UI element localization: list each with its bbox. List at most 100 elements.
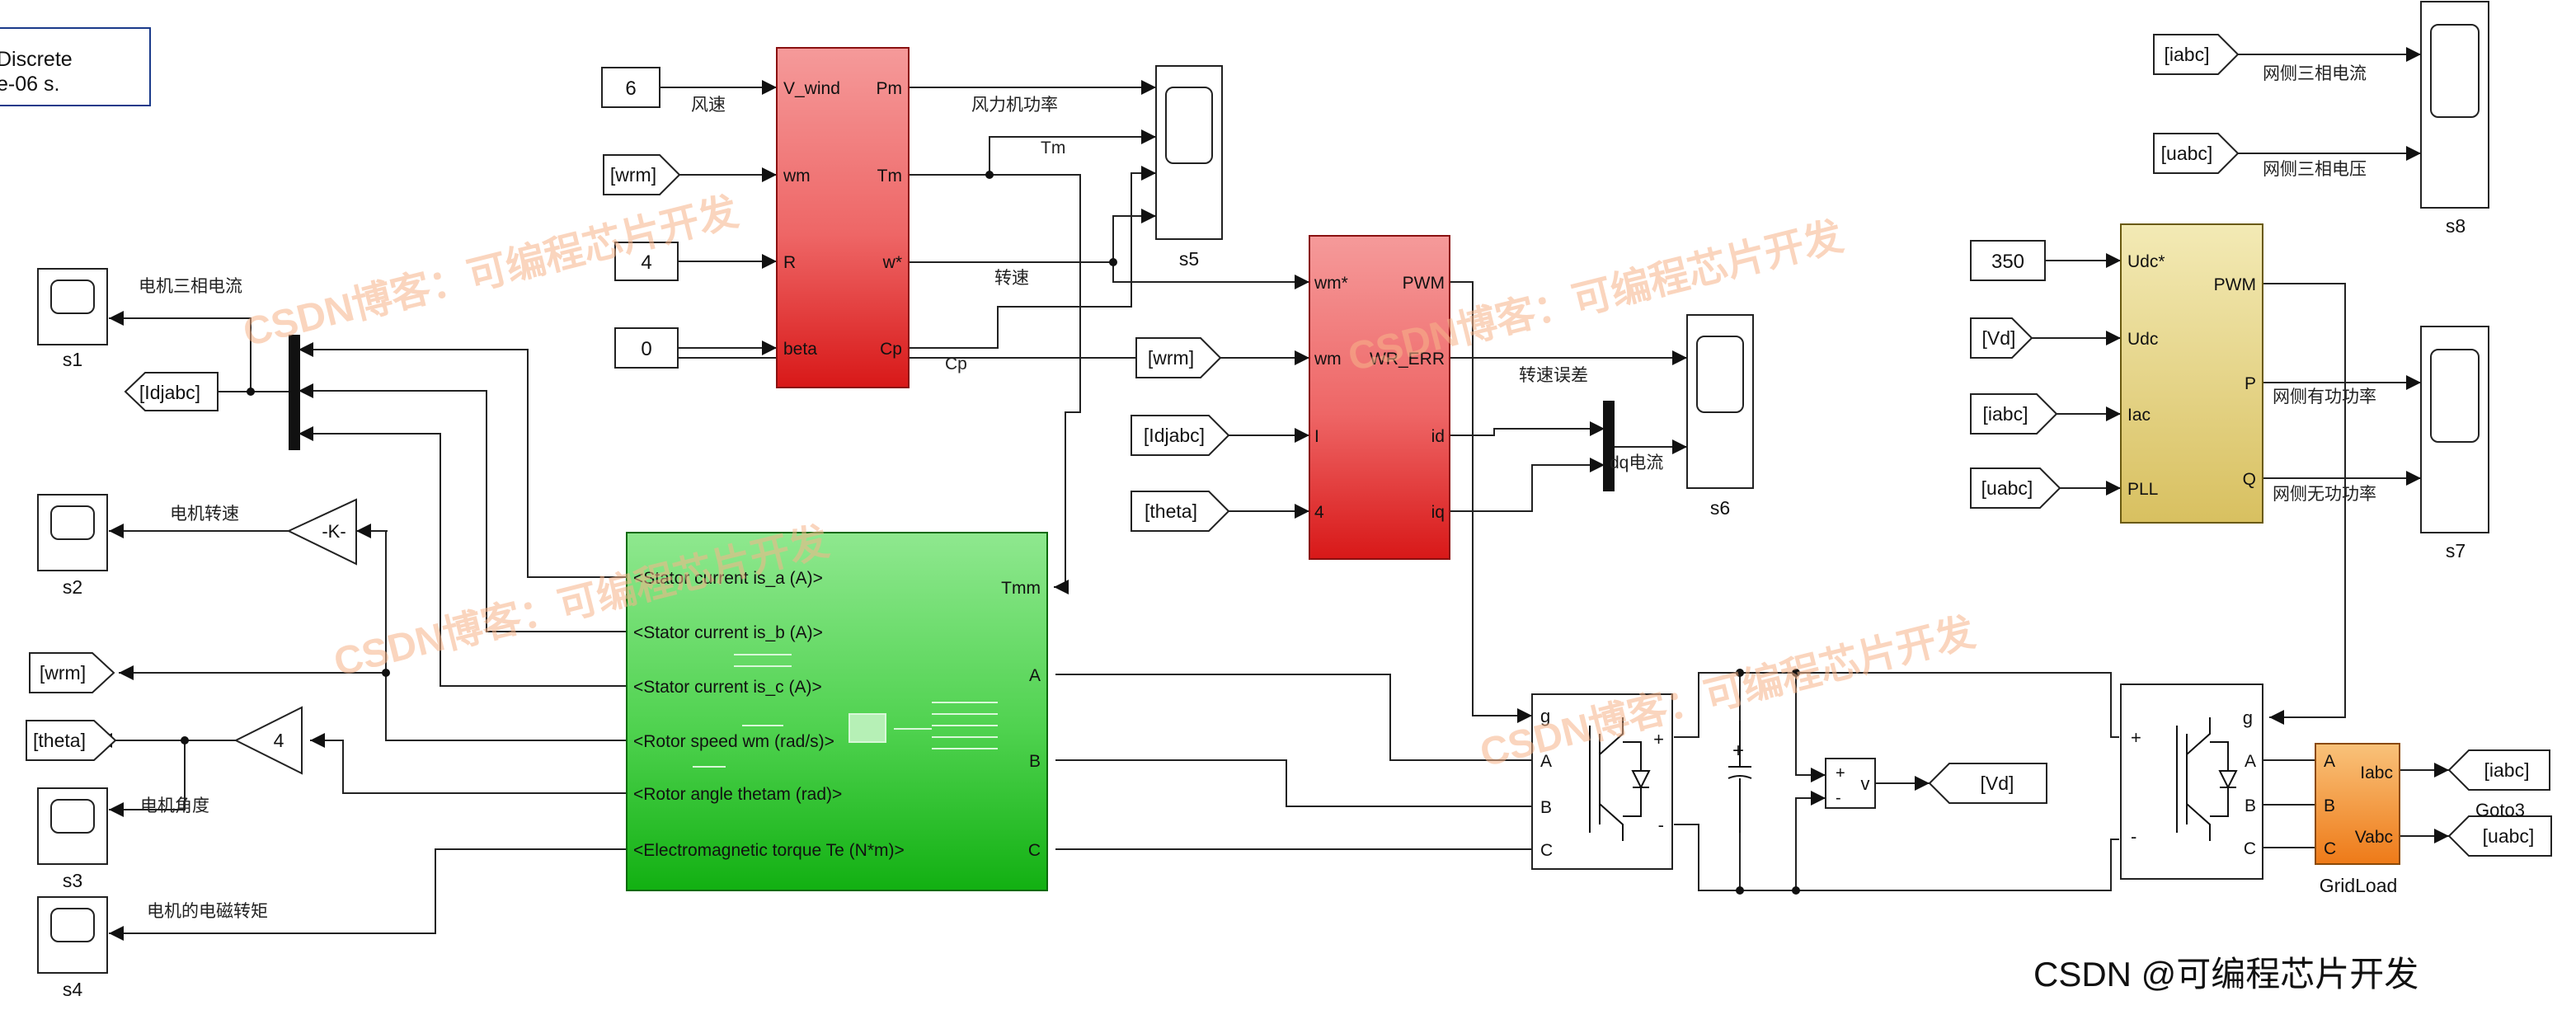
svg-text:Tm: Tm <box>877 167 902 186</box>
svg-text:Udc*: Udc* <box>2127 252 2165 271</box>
igbt-icon <box>1589 717 1651 841</box>
svg-text:[uabc]: [uabc] <box>2483 825 2535 847</box>
svg-text:+: + <box>2131 727 2141 748</box>
constant-beta[interactable]: 0 <box>614 327 679 369</box>
svg-text:A: A <box>2324 752 2335 771</box>
from-tag-uabc-scope[interactable]: [uabc] <box>2153 133 2240 174</box>
mux-dq-current[interactable] <box>1603 401 1615 491</box>
svg-text:4: 4 <box>641 251 651 274</box>
svg-text:id: id <box>1431 427 1445 446</box>
svg-text:s7: s7 <box>2446 540 2466 561</box>
svg-text:Udc: Udc <box>2127 330 2158 349</box>
label-motor-torque: 电机的电磁转矩 <box>147 902 268 921</box>
voltmeter-block[interactable]: + - v <box>1825 758 1876 809</box>
dc-capacitor[interactable]: + <box>1728 721 1752 833</box>
from-tag-iabc-scope[interactable]: [iabc] <box>2153 34 2240 75</box>
goto-tag-wrm[interactable]: [wrm] <box>29 652 115 693</box>
svg-text:Tmm: Tmm <box>1001 579 1041 598</box>
scope-screen-icon <box>1696 336 1744 413</box>
grid-side-inverter[interactable]: g + - A B C <box>2120 684 2263 880</box>
svg-text:[uabc]: [uabc] <box>1981 477 2033 499</box>
label-grid-voltage: 网侧三相电压 <box>2263 160 2367 179</box>
svg-text:[theta]: [theta] <box>33 730 86 751</box>
grid-load-block[interactable]: A B C Iabc Vabc <box>2315 743 2400 865</box>
svg-text:A: A <box>1540 752 1552 771</box>
igbt-icon <box>2176 717 2238 841</box>
from-tag-uabc-controller[interactable]: [uabc] <box>1970 467 2061 509</box>
svg-text:Pm: Pm <box>877 79 903 98</box>
svg-text:+: + <box>1653 729 1664 749</box>
svg-text:+: + <box>1836 764 1845 782</box>
from-tag-vd[interactable]: [Vd] <box>1970 317 2033 359</box>
scope-screen-icon <box>1165 87 1213 164</box>
goto-tag-theta[interactable]: [theta] <box>26 720 117 761</box>
signal-labels: 风速 风力机功率 Tm 转速 Cp 电机三相电流 电机转速 电机角度 电机的电磁… <box>139 64 2376 921</box>
label-motor-angle: 电机角度 <box>140 796 209 815</box>
from-tag-theta-controller[interactable]: [theta] <box>1131 491 1230 532</box>
svg-text:C: C <box>2244 839 2256 858</box>
label-turbine-power: 风力机功率 <box>971 96 1058 115</box>
goto-tag-idjabc[interactable]: [Idjabc] <box>124 372 219 411</box>
label-cp: Cp <box>945 355 967 373</box>
scope-s8[interactable]: s8 <box>2420 1 2489 237</box>
svg-text:4: 4 <box>1314 503 1324 522</box>
svg-text:[iabc]: [iabc] <box>1983 403 2028 425</box>
constant-wind-speed[interactable]: 6 <box>601 67 660 108</box>
goto-tag-uabc[interactable]: [uabc] <box>2447 815 2552 857</box>
grid-controller-block[interactable]: Udc* Udc Iac PLL PWM P Q <box>2120 223 2263 524</box>
svg-text:<Stator current is_b (A)>: <Stator current is_b (A)> <box>633 623 823 642</box>
label-motor-current: 电机三相电流 <box>139 277 242 296</box>
label-motor-speed: 电机转速 <box>170 505 239 524</box>
svg-text:s2: s2 <box>63 576 82 598</box>
wind-turbine-block[interactable]: V_wind wm R beta Pm Tm w* Cp <box>776 47 910 388</box>
svg-text:beta: beta <box>783 340 817 359</box>
gain-theta-block[interactable]: 4 <box>233 706 303 775</box>
scope-s5[interactable]: s5 <box>1155 65 1223 270</box>
svg-text:A: A <box>2245 752 2256 771</box>
mux-stator-current[interactable] <box>289 335 300 450</box>
solver-step: e-06 s. <box>0 73 59 96</box>
constant-gain-r[interactable]: 4 <box>614 242 679 281</box>
svg-text:[iabc]: [iabc] <box>2165 44 2210 65</box>
scope-screen-icon <box>2430 349 2480 443</box>
svg-text:-K-: -K- <box>322 521 346 542</box>
svg-text:Q: Q <box>2243 470 2256 489</box>
from-tag-iabc-controller[interactable]: [iabc] <box>1970 393 2058 435</box>
svg-text:s1: s1 <box>63 349 82 370</box>
pmsm-machine-block[interactable]: <Stator current is_a (A)> <Stator curren… <box>626 532 1048 891</box>
svg-text:g: g <box>1540 706 1550 726</box>
svg-text:iq: iq <box>1431 503 1445 522</box>
scope-s7[interactable]: s7 <box>2420 326 2489 561</box>
scope-s1[interactable]: s1 <box>37 268 108 370</box>
label-grid-reactive: 网侧无功功率 <box>2273 485 2376 504</box>
powergui-block[interactable]: Discrete e-06 s. <box>0 27 151 106</box>
svg-text:Iac: Iac <box>2127 406 2151 425</box>
from-tag-wrm-turbine[interactable]: [wrm] <box>603 154 681 195</box>
machine-internal-detail <box>693 654 998 768</box>
svg-text:I: I <box>1314 427 1319 446</box>
label-grid-active: 网侧有功功率 <box>2273 388 2376 406</box>
goto-tag-vd[interactable]: [Vd] <box>1928 763 2047 804</box>
from-tag-idjabc-controller[interactable]: [Idjabc] <box>1131 415 1230 456</box>
from-tag-wrm-controller[interactable]: [wrm] <box>1135 337 1222 378</box>
svg-text:wm*: wm* <box>1314 274 1348 293</box>
scope-s4[interactable]: s4 <box>37 896 108 1000</box>
svg-text:[wrm]: [wrm] <box>40 662 86 684</box>
scope-screen-icon <box>2430 24 2480 118</box>
svg-text:[wrm]: [wrm] <box>610 164 656 186</box>
scope-s2[interactable]: s2 <box>37 494 108 598</box>
svg-text:4: 4 <box>274 730 284 751</box>
svg-text:wm: wm <box>1314 350 1342 369</box>
label-speed-error: 转速误差 <box>1519 366 1588 385</box>
machine-side-converter[interactable]: g A B C + - <box>1531 693 1673 870</box>
constant-udc-ref[interactable]: 350 <box>1970 240 2046 281</box>
speed-controller-block[interactable]: wm* wm I 4 PWM WR_ERR id iq <box>1309 235 1450 560</box>
goto-tag-iabc[interactable]: [iabc] <box>2447 749 2550 791</box>
svg-text:A: A <box>1029 666 1041 685</box>
scope-s6[interactable]: s6 <box>1686 314 1754 519</box>
scope-s3[interactable]: s3 <box>37 787 108 891</box>
svg-text:<Electromagnetic torque Te (N*: <Electromagnetic torque Te (N*m)> <box>633 841 905 860</box>
svg-text:-: - <box>1836 789 1841 807</box>
gain-speed-block[interactable]: -K- <box>286 498 357 566</box>
svg-text:6: 6 <box>625 78 636 100</box>
